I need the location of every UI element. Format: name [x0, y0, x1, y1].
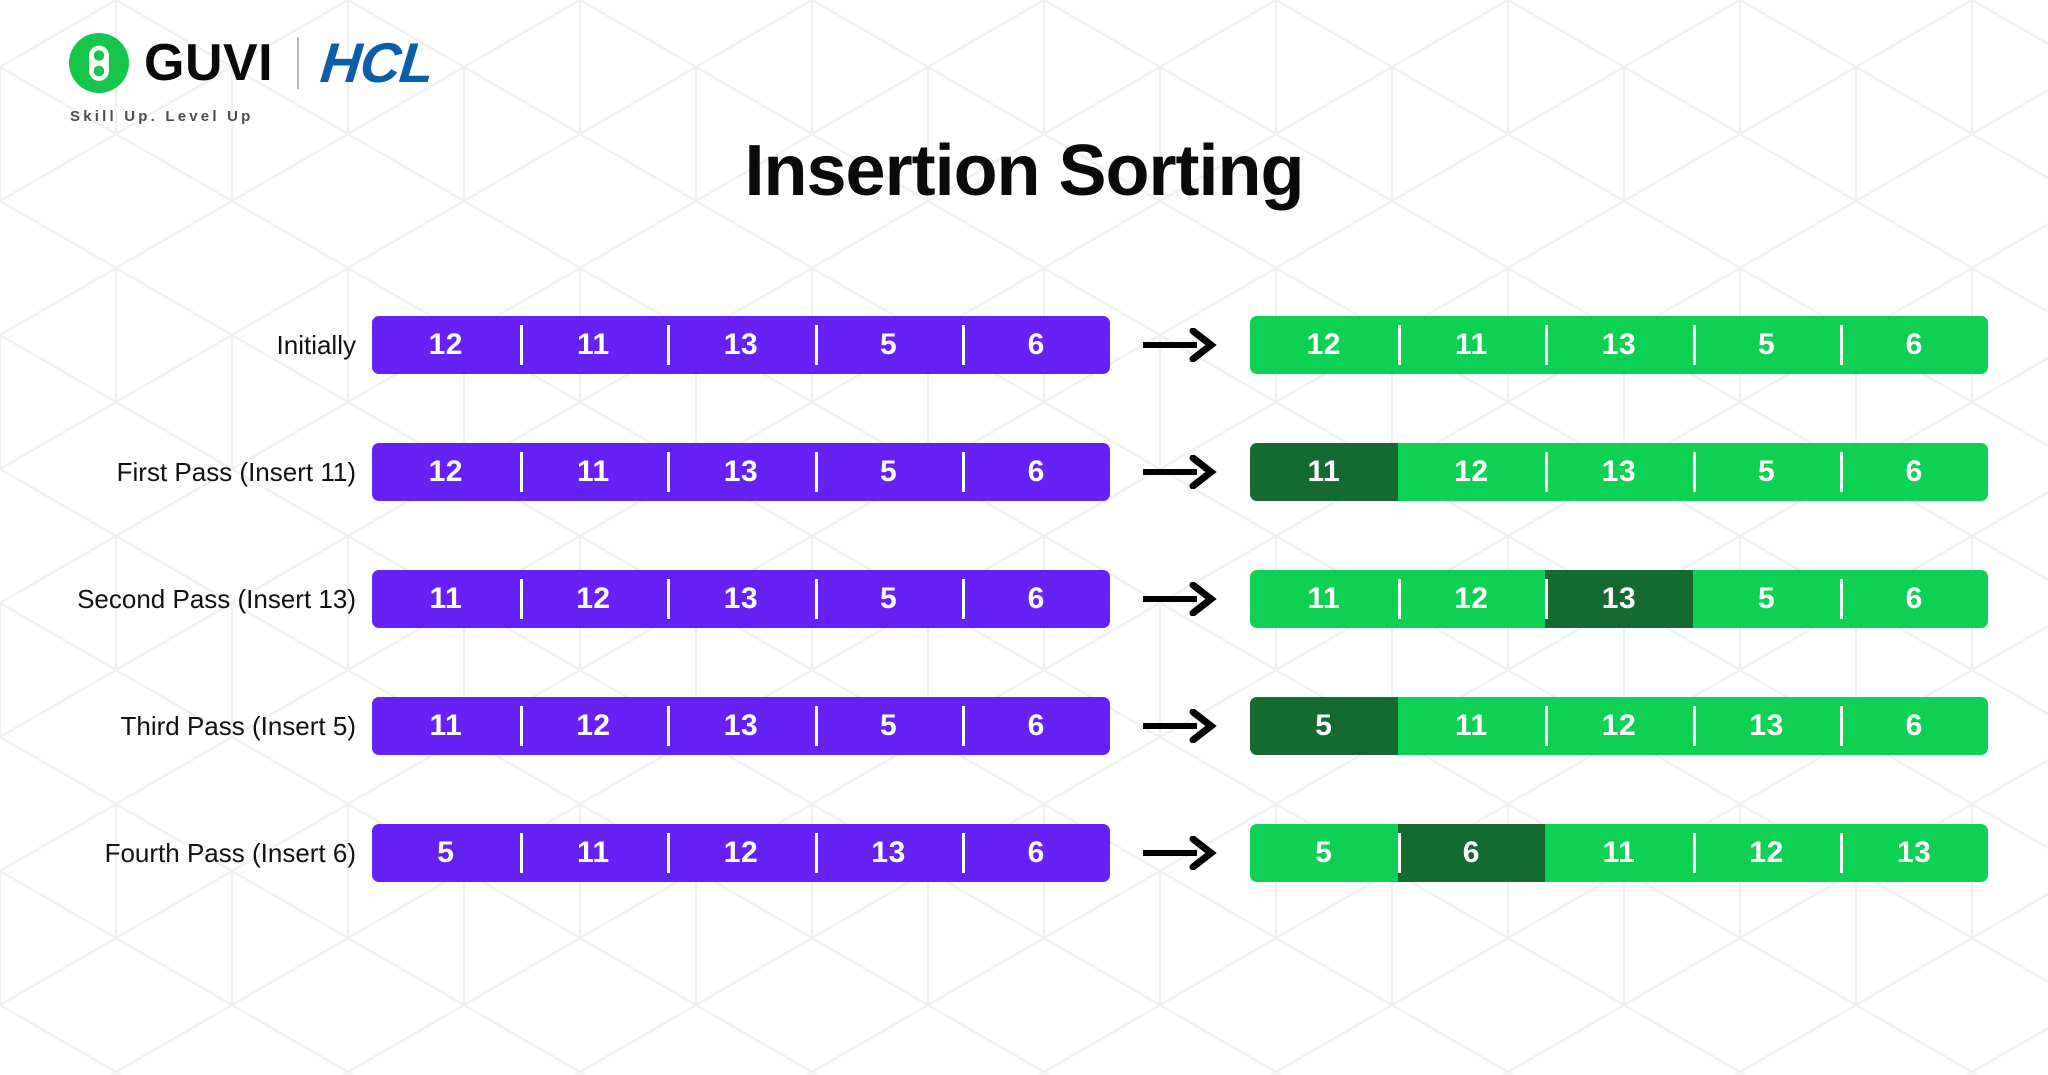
array-cell: 5 — [814, 316, 963, 374]
array-cell: 6 — [962, 824, 1110, 882]
array-cell: 13 — [1545, 316, 1693, 374]
array-cell: 5 — [1757, 582, 1776, 615]
arrow-right-icon — [1110, 709, 1250, 743]
brand-header: GUVI HCL Skill Up. Level Up — [68, 30, 437, 125]
array-cell: 12 — [428, 328, 463, 361]
array-cell: 11 — [429, 709, 463, 742]
brand-logo-row: GUVI HCL — [68, 30, 437, 96]
guvi-wordmark: GUVI — [144, 34, 274, 92]
array-cell: 6 — [1840, 443, 1988, 501]
array-cell: 12 — [1306, 328, 1341, 361]
array-cell: 5 — [814, 570, 963, 628]
array-cell: 11 — [1397, 316, 1546, 374]
array-cell: 6 — [962, 697, 1110, 755]
array-cell: 5 — [1692, 443, 1841, 501]
array-cell-highlighted: 6 — [1397, 824, 1546, 882]
array-cell: 12 — [519, 697, 668, 755]
array-cell-highlighted: 11 — [1250, 443, 1398, 501]
array-cell: 12 — [1545, 697, 1693, 755]
array-cell: 11 — [519, 443, 668, 501]
brand-tagline: Skill Up. Level Up — [70, 108, 254, 125]
array-cell: 13 — [667, 443, 815, 501]
brand-divider — [297, 37, 300, 89]
guvi-logo-icon — [68, 32, 130, 94]
array-cell-highlighted: 5 — [1250, 697, 1398, 755]
arrow-right-icon — [1110, 836, 1250, 870]
array-cell: 13 — [1840, 824, 1988, 882]
array-cell: 11 — [429, 582, 463, 615]
array-cell: 12 — [1397, 570, 1546, 628]
array-cell: 12 — [1454, 455, 1489, 488]
array-cell: 13 — [667, 697, 815, 755]
array-cell: 12 — [519, 570, 668, 628]
arrow-right-icon — [1110, 455, 1250, 489]
array-cell: 13 — [1692, 697, 1841, 755]
array-cell: 5 — [814, 697, 963, 755]
array-cell: 5 — [814, 443, 963, 501]
array-cell: 6 — [1840, 316, 1988, 374]
array-cell: 5 — [1315, 836, 1333, 869]
array-cell: 11 — [1307, 582, 1341, 615]
step-label: First Pass (Insert 11) — [116, 456, 356, 487]
array-cell: 11 — [519, 316, 668, 374]
arrow-right-icon — [1110, 582, 1250, 616]
array-cell: 11 — [1455, 709, 1488, 742]
array-cell: 12 — [428, 455, 463, 488]
array-cell: 6 — [1840, 570, 1988, 628]
array-cell: 11 — [1602, 836, 1636, 869]
page-title: Insertion Sorting — [744, 131, 1305, 211]
array-cell: 6 — [1840, 697, 1988, 755]
array-cell: 6 — [962, 316, 1110, 374]
step-label: Initially — [276, 329, 356, 360]
array-cell: 13 — [667, 570, 815, 628]
array-cell: 5 — [437, 836, 455, 869]
array-cell: 6 — [962, 443, 1110, 501]
array-cell: 12 — [667, 824, 815, 882]
array-cell: 13 — [667, 316, 815, 374]
array-cell: 5 — [1692, 316, 1841, 374]
arrow-right-icon — [1110, 328, 1250, 362]
array-cell: 13 — [814, 824, 963, 882]
step-label: Fourth Pass (Insert 6) — [104, 837, 356, 868]
array-cell: 12 — [1692, 824, 1841, 882]
array-cell: 11 — [519, 824, 668, 882]
step-label: Third Pass (Insert 5) — [120, 710, 356, 741]
array-cell-highlighted: 13 — [1545, 570, 1693, 628]
array-cell: 13 — [1545, 443, 1693, 501]
step-label: Second Pass (Insert 13) — [77, 583, 356, 614]
array-cell: 6 — [962, 570, 1110, 628]
hcl-wordmark: HCL — [317, 31, 437, 94]
